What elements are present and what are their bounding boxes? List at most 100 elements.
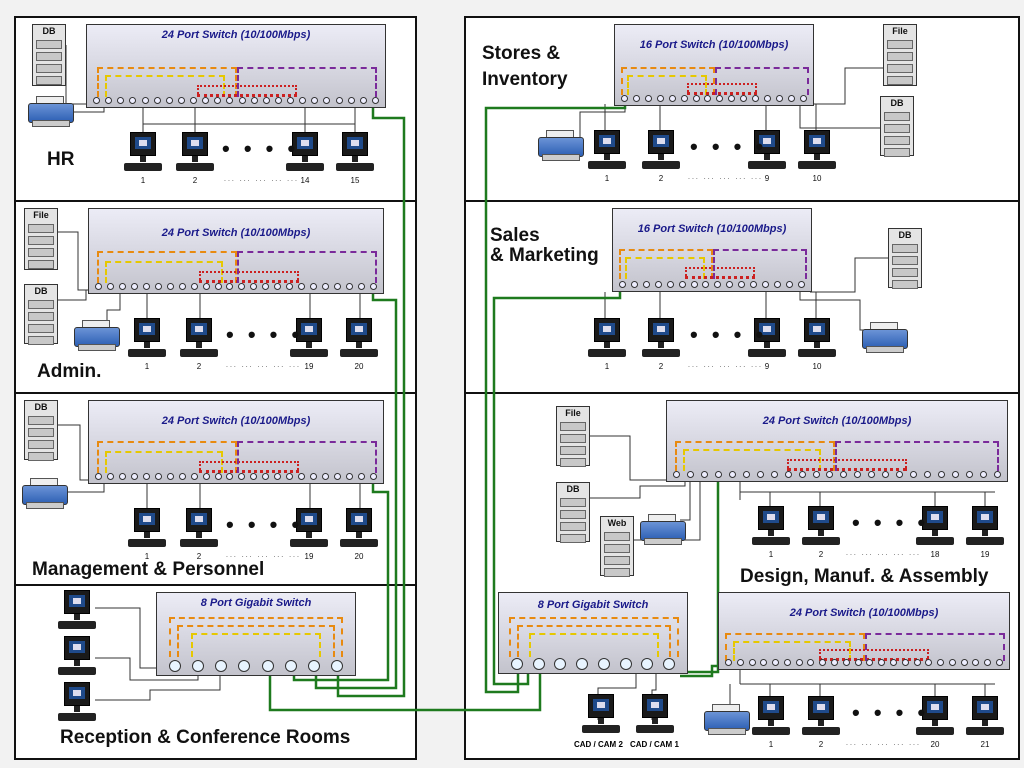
server-label: DB bbox=[566, 484, 580, 494]
port bbox=[924, 471, 932, 478]
port bbox=[274, 283, 282, 290]
port bbox=[826, 471, 834, 478]
port bbox=[725, 659, 732, 666]
pc-number: 2 bbox=[196, 552, 202, 561]
port bbox=[262, 97, 270, 104]
computer-icon bbox=[588, 130, 626, 176]
port bbox=[785, 281, 793, 288]
port bbox=[118, 473, 126, 480]
computer-icon bbox=[128, 318, 166, 364]
switch-title: 24 Port Switch (10/100Mbps) bbox=[762, 415, 912, 427]
pc-number: 19 bbox=[304, 552, 314, 561]
port bbox=[238, 660, 251, 672]
port bbox=[190, 473, 198, 480]
port bbox=[287, 97, 294, 104]
ellipsis: • • • • bbox=[852, 700, 930, 725]
switch-ports bbox=[93, 97, 379, 104]
port bbox=[641, 658, 654, 670]
computer-icon bbox=[180, 318, 218, 364]
pc-number: 1 bbox=[768, 740, 774, 749]
switch-ports bbox=[725, 659, 1003, 666]
port bbox=[901, 659, 909, 666]
vlan-orange bbox=[509, 617, 679, 657]
port bbox=[854, 471, 862, 478]
computer-icon bbox=[916, 506, 954, 552]
computer-icon bbox=[642, 318, 680, 364]
port bbox=[346, 283, 354, 290]
port bbox=[286, 283, 294, 290]
pc-number: 10 bbox=[812, 174, 822, 183]
port bbox=[654, 281, 662, 288]
ellipsis: • • • • bbox=[222, 136, 300, 161]
server-label: DB bbox=[898, 230, 912, 240]
port bbox=[632, 95, 640, 102]
port bbox=[202, 473, 210, 480]
port bbox=[662, 658, 675, 670]
vlan-orange bbox=[725, 633, 865, 661]
port bbox=[752, 95, 760, 102]
port bbox=[910, 471, 918, 478]
switch-ports bbox=[621, 95, 807, 102]
db-server: DB bbox=[880, 96, 914, 157]
port bbox=[787, 95, 795, 102]
port bbox=[93, 97, 100, 104]
vlan-orange bbox=[619, 249, 713, 279]
department-label-hr: HR bbox=[47, 149, 75, 170]
cad-cam-1-label: CAD / CAM 1 bbox=[630, 740, 679, 749]
computer-icon bbox=[128, 508, 166, 554]
computer-icon bbox=[752, 506, 790, 552]
vlan-yellow bbox=[627, 75, 707, 95]
port bbox=[925, 659, 933, 666]
port bbox=[238, 473, 246, 480]
port bbox=[750, 281, 758, 288]
port bbox=[692, 95, 700, 102]
vlan-purple bbox=[835, 441, 999, 471]
department-label-stores-2: Inventory bbox=[482, 69, 568, 90]
port bbox=[972, 659, 980, 666]
port bbox=[913, 659, 921, 666]
port bbox=[770, 471, 778, 478]
port bbox=[995, 659, 1003, 666]
port bbox=[736, 659, 744, 666]
computer-icon bbox=[124, 132, 162, 178]
port bbox=[842, 659, 850, 666]
port bbox=[286, 473, 294, 480]
department-label-sales-1: Sales bbox=[490, 225, 540, 246]
small-ellipsis: ... ... ... ... ... bbox=[846, 550, 921, 557]
port bbox=[141, 97, 149, 104]
reception-switch: 8 Port Gigabit Switch bbox=[156, 592, 356, 676]
port bbox=[226, 97, 234, 104]
computer-icon bbox=[582, 694, 620, 740]
sales-switch: 16 Port Switch (10/100Mbps) bbox=[612, 208, 812, 292]
computer-icon bbox=[290, 508, 328, 554]
pc-number: 1 bbox=[140, 176, 146, 185]
switch-title: 24 Port Switch (10/100Mbps) bbox=[161, 227, 311, 239]
port bbox=[169, 660, 181, 672]
pc-number: 2 bbox=[192, 176, 198, 185]
computer-icon bbox=[286, 132, 324, 178]
port bbox=[554, 658, 567, 670]
port bbox=[630, 281, 638, 288]
port bbox=[250, 473, 258, 480]
port bbox=[214, 97, 222, 104]
port bbox=[597, 658, 610, 670]
port bbox=[262, 283, 270, 290]
vlan-yellow bbox=[529, 633, 659, 657]
vlan-yellow bbox=[733, 641, 851, 661]
port bbox=[797, 281, 805, 288]
port bbox=[840, 471, 848, 478]
pc-number: 14 bbox=[300, 176, 310, 185]
port bbox=[284, 660, 297, 672]
port bbox=[819, 659, 827, 666]
pc-number: 1 bbox=[144, 552, 150, 561]
port bbox=[868, 471, 876, 478]
port bbox=[783, 659, 791, 666]
hr-switch: 24 Port Switch (10/100Mbps) bbox=[86, 24, 386, 108]
computer-icon bbox=[802, 506, 840, 552]
printer-icon bbox=[862, 322, 908, 353]
port bbox=[334, 473, 342, 480]
port bbox=[798, 471, 806, 478]
port bbox=[772, 659, 780, 666]
port bbox=[238, 283, 246, 290]
port bbox=[190, 97, 197, 104]
